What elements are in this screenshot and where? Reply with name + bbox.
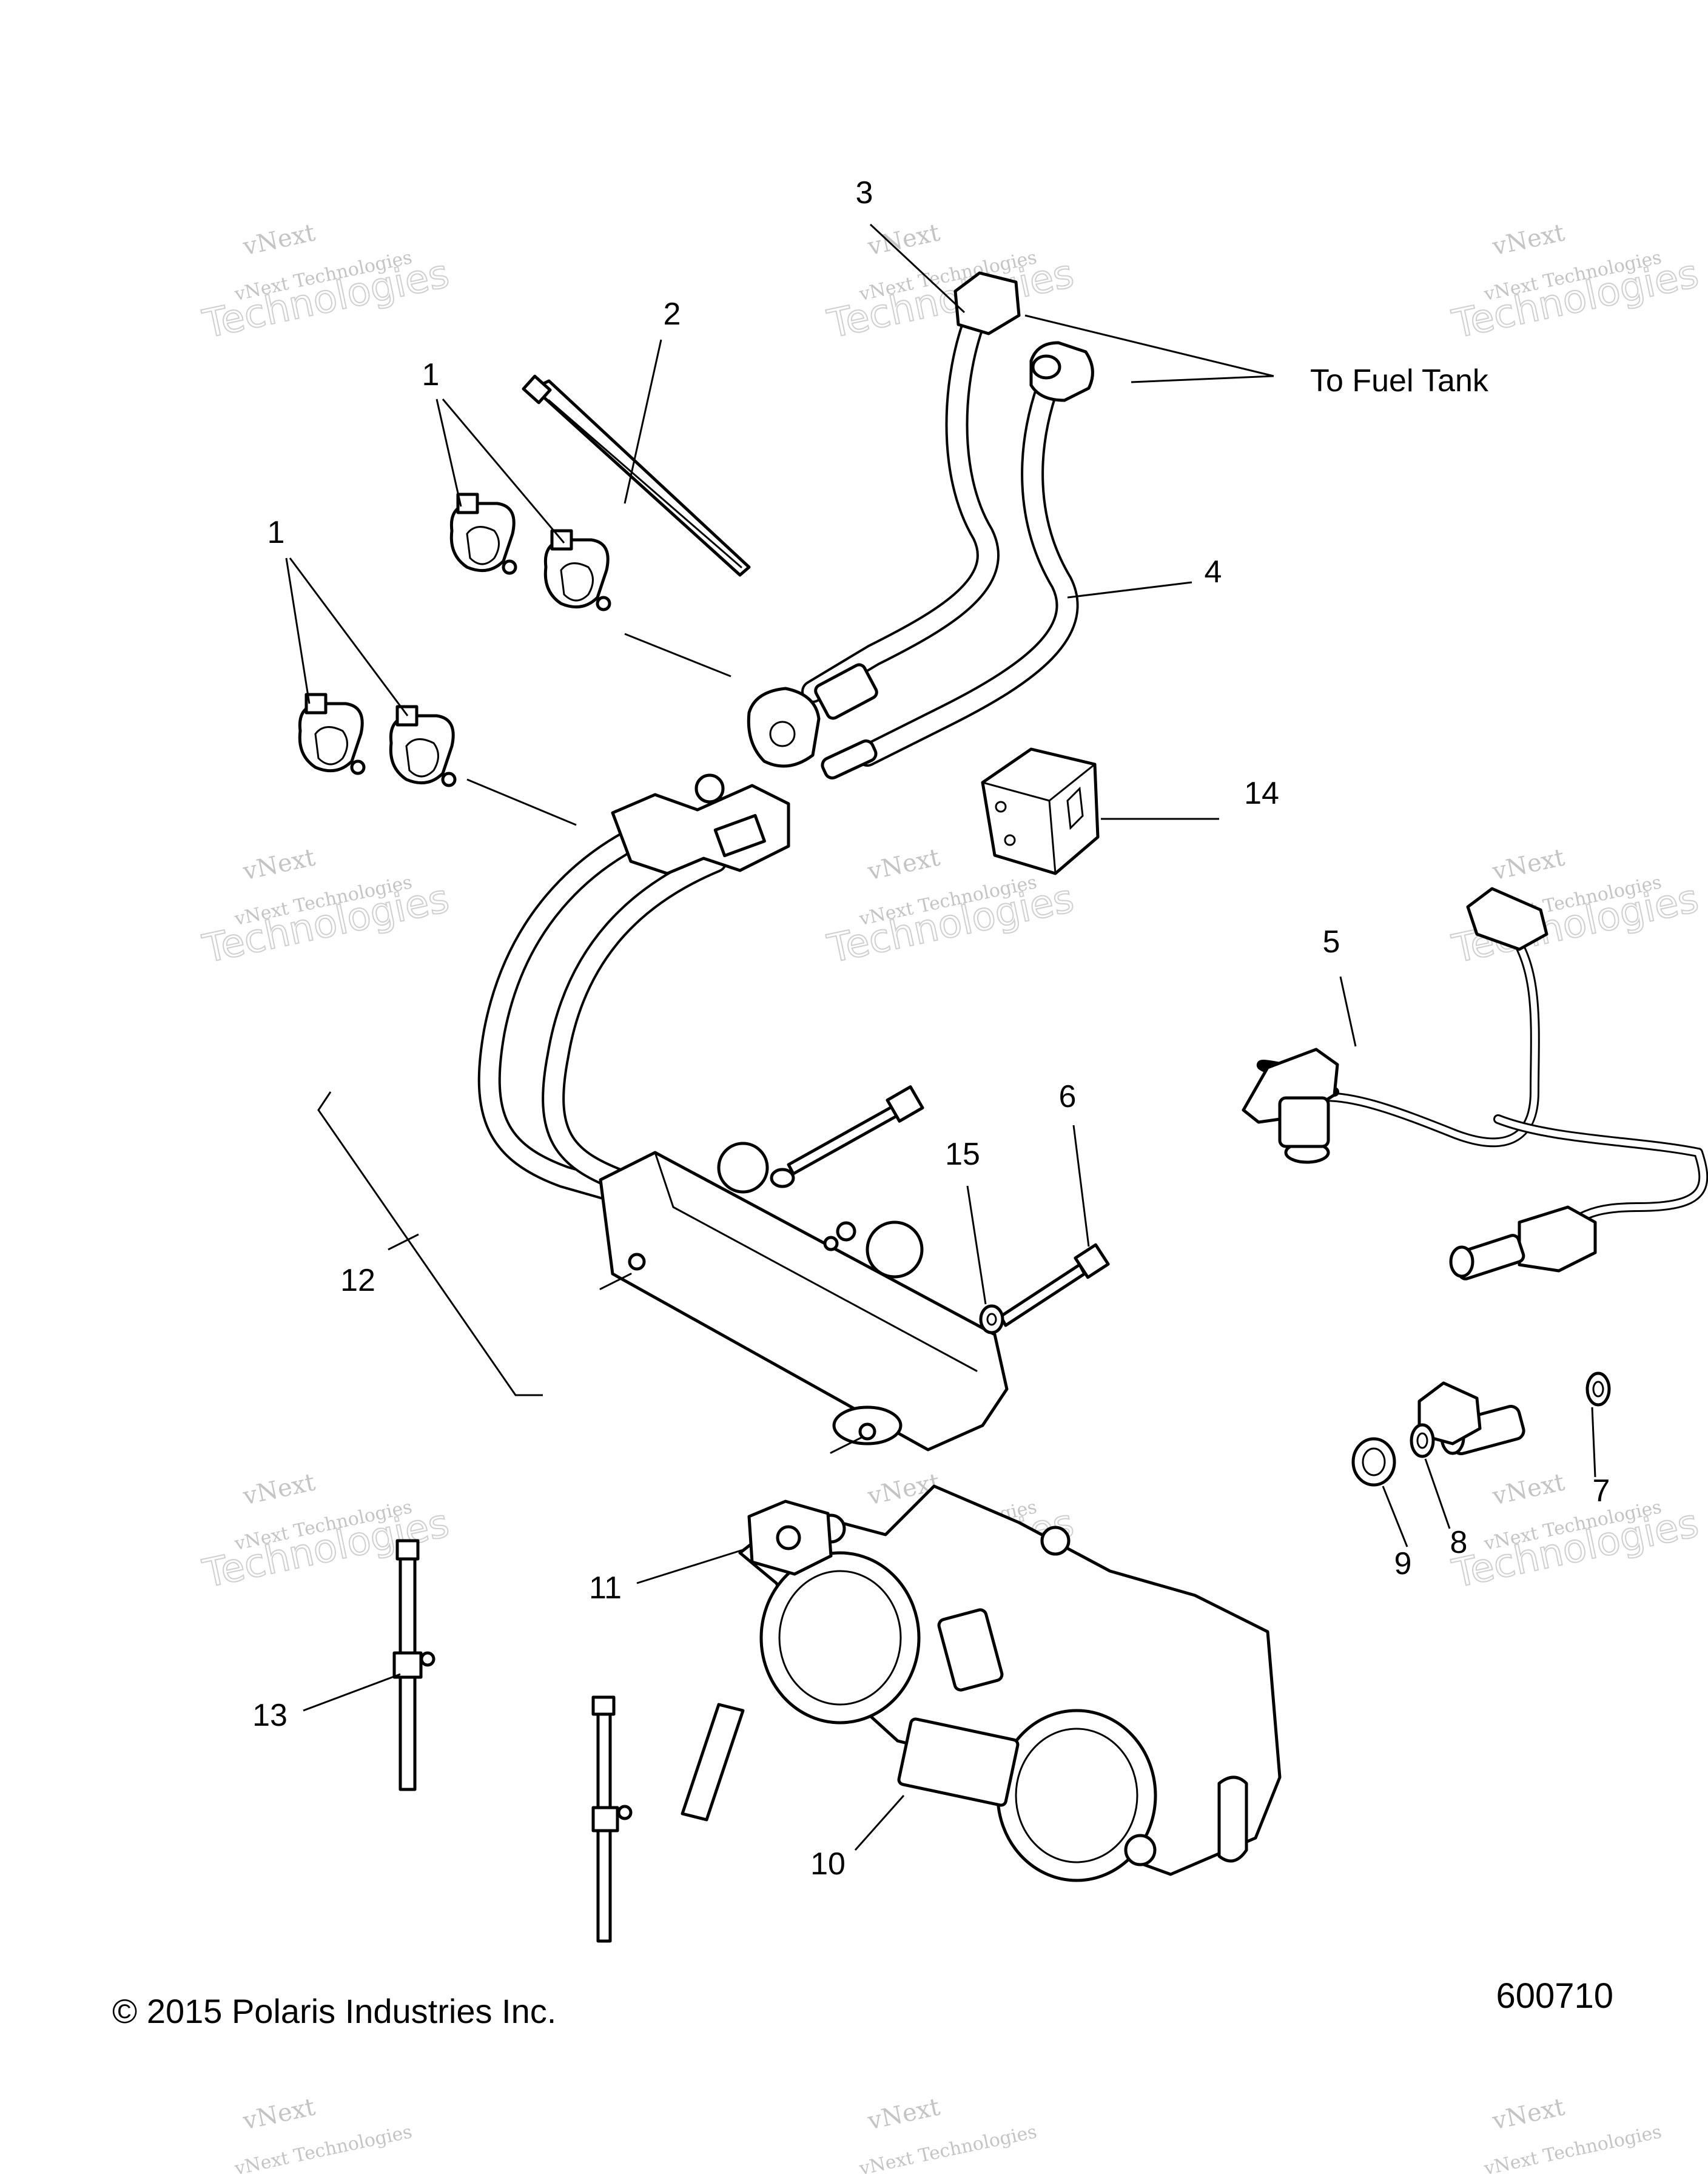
part-cable-tie-2 xyxy=(522,374,751,577)
part-injector-harness-5 xyxy=(1242,887,1708,1281)
part-throttle-body-10 xyxy=(738,1484,1282,1882)
watermark: vNext vNext Technologies Technologies xyxy=(1448,218,1703,348)
watermark-line1: vNext xyxy=(1490,1468,1567,1510)
watermark-line1: vNext xyxy=(865,843,943,886)
callout-1: 1 xyxy=(267,515,285,550)
part-bolt-6 xyxy=(770,1085,924,1188)
part-foam-block-14 xyxy=(981,747,1100,875)
watermark: vNext vNext Technologies xyxy=(857,2093,1039,2174)
part-hose-clip-1 xyxy=(298,693,366,775)
callout-7: 7 xyxy=(1593,1473,1610,1509)
callout-labels: 1 1 2 3 4 5 6 7 8 9 10 11 12 13 14 15 xyxy=(252,175,1610,1882)
part-sensor-11 xyxy=(681,1499,833,1822)
callout-13: 13 xyxy=(252,1698,287,1733)
watermark: vNext vNext Technologies xyxy=(232,2093,414,2174)
watermark-line1: vNext xyxy=(240,2093,318,2135)
part-bolt-6 xyxy=(999,1243,1110,1327)
watermark-line1: vNext xyxy=(240,218,318,261)
callout-5: 5 xyxy=(1323,924,1340,960)
callout-1: 1 xyxy=(422,357,440,392)
annotation-to-fuel-tank: To Fuel Tank xyxy=(1310,363,1489,399)
part-washer-15 xyxy=(979,1304,1004,1334)
watermark: vNext vNext Technologies Technologies xyxy=(198,218,454,348)
callout-8: 8 xyxy=(1450,1525,1468,1560)
watermark: vNext vNext Technologies Technologies xyxy=(823,218,1078,348)
watermark: vNext vNext Technologies Technologies xyxy=(1448,1468,1703,1597)
part-hose-clip-1 xyxy=(389,705,457,787)
callout-11: 11 xyxy=(589,1570,622,1606)
part-o-ring-8 xyxy=(1410,1423,1435,1458)
watermark: vNext vNext Technologies Technologies xyxy=(1448,843,1703,972)
callout-10: 10 xyxy=(810,1846,846,1882)
watermark-line1: vNext xyxy=(1490,2093,1567,2135)
part-cable-tie-13 xyxy=(591,1695,633,1943)
watermark-line1: vNext xyxy=(240,1468,318,1510)
callout-6: 6 xyxy=(1059,1079,1077,1114)
part-fuel-line-4 xyxy=(821,341,1094,779)
part-fuel-line-3 xyxy=(747,271,1021,768)
leader-lines xyxy=(285,223,1596,1851)
callout-9: 9 xyxy=(1394,1546,1412,1581)
part-cable-tie-13 xyxy=(392,1539,435,1791)
copyright-notice: © 2015 Polaris Industries Inc. xyxy=(112,1992,556,2030)
watermark-line1: vNext xyxy=(240,843,318,886)
watermark: vNext vNext Technologies Technologies xyxy=(198,843,454,972)
callout-3: 3 xyxy=(856,175,873,210)
callout-14: 14 xyxy=(1244,776,1279,811)
watermark-line1: vNext xyxy=(1490,843,1567,886)
watermark-line1: vNext xyxy=(865,2093,943,2135)
callout-4: 4 xyxy=(1205,554,1222,590)
part-hose-clip-1 xyxy=(543,529,611,611)
callout-12: 12 xyxy=(340,1263,375,1298)
figure-number: 600710 xyxy=(1496,1976,1613,2016)
part-hose-clip-1 xyxy=(449,493,517,575)
callout-15: 15 xyxy=(945,1137,980,1172)
part-fuel-rail-assembly-12 xyxy=(477,773,1009,1454)
part-injector-kit xyxy=(1417,1381,1525,1455)
watermark: vNext vNext Technologies xyxy=(1482,2093,1664,2174)
watermark-line1: vNext xyxy=(1490,218,1567,261)
part-seal-9 xyxy=(1351,1437,1396,1487)
watermark-layer: vNext vNext Technologies Technologies vN… xyxy=(198,218,1703,2174)
callout-2: 2 xyxy=(664,297,681,332)
part-o-ring-7 xyxy=(1585,1371,1611,1407)
